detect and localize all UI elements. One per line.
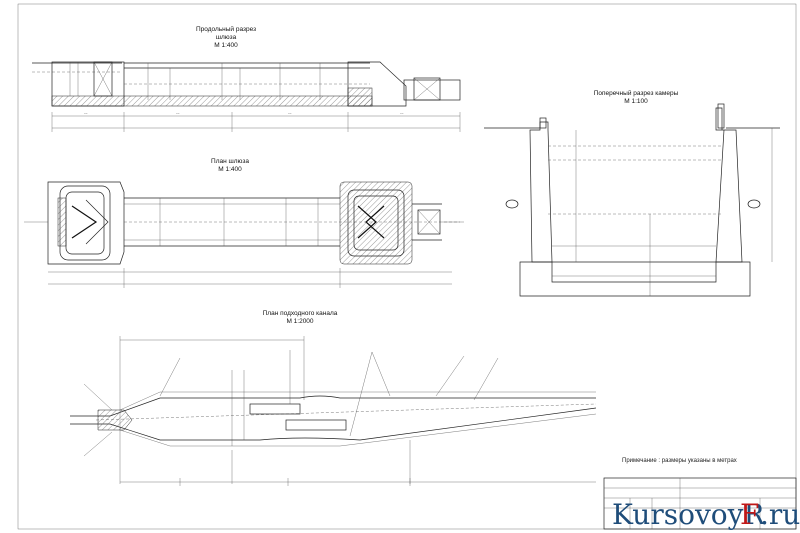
watermark: KursovoyR F .ru [612, 498, 800, 531]
svg-text:~~: ~~ [176, 111, 180, 115]
cross-scale: М 1:100 [624, 98, 648, 105]
canal-scale: М 1:2000 [286, 318, 313, 325]
lock-plan: План шлюза М 1:400 [24, 158, 464, 288]
dimensions-note: Примечание : размеры указаны в метрах [622, 458, 737, 464]
svg-text:~~: ~~ [288, 111, 292, 115]
svg-text:~~: ~~ [400, 111, 404, 115]
chamber-cross-section: Поперечный разрез камеры М 1:100 [484, 89, 780, 297]
longitudinal-scale: М 1:400 [214, 42, 238, 49]
plan-scale: М 1:400 [218, 166, 242, 173]
longitudinal-section: Продольный разрез шлюза М 1:400 [32, 25, 461, 132]
watermark-part3: .ru [760, 498, 800, 531]
title-block-stamp [603, 477, 797, 530]
cross-title: Поперечный разрез камеры [594, 89, 679, 97]
longitudinal-title: Продольный разрез [196, 25, 256, 33]
approach-canal-plan: План подходного канала М 1:2000 [70, 310, 597, 486]
longitudinal-subtitle: шлюза [216, 34, 237, 41]
svg-text:~~: ~~ [84, 111, 88, 115]
watermark-part2: F [740, 498, 759, 531]
canal-title: План подходного канала [263, 310, 338, 317]
plan-title: План шлюза [211, 158, 249, 165]
sheet-frame [17, 3, 797, 530]
watermark-part1: KursovoyR [612, 498, 765, 531]
